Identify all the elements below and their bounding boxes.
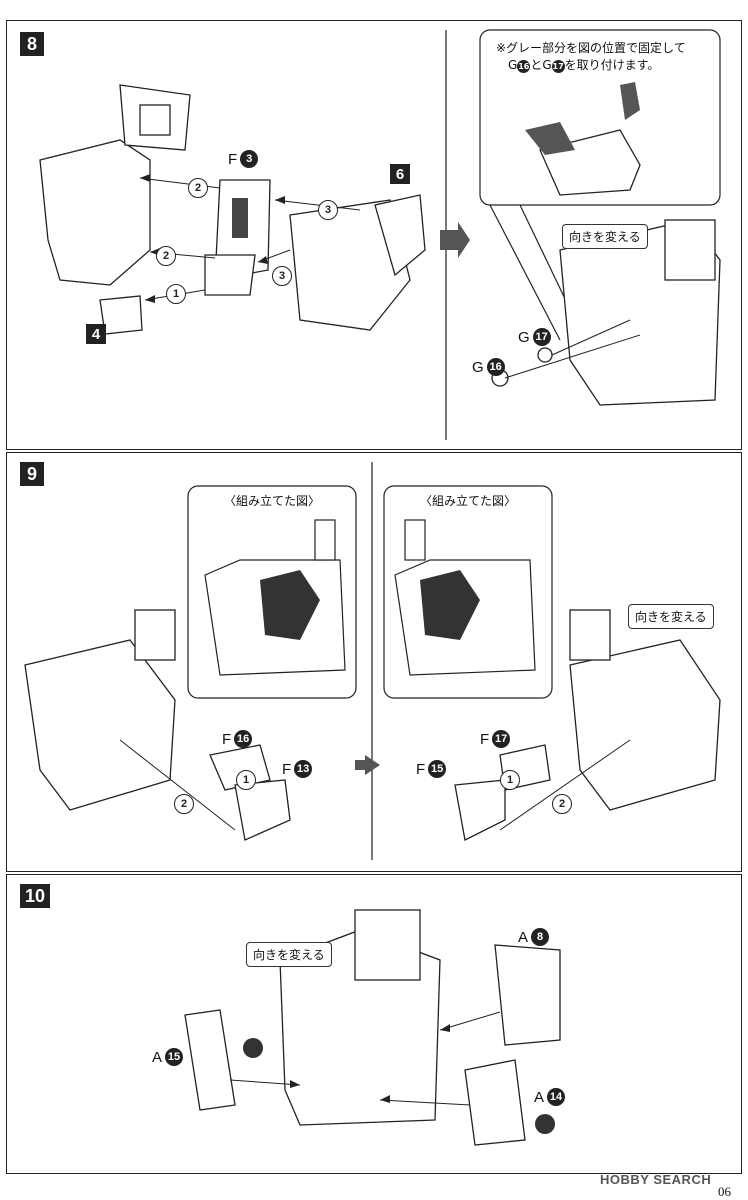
part-label-f13: F 13 — [282, 760, 313, 778]
rotate-callout-step-9: 向きを変える — [628, 604, 714, 629]
part-label-f16: F 16 — [222, 730, 253, 748]
order-3-mid: 3 — [272, 266, 292, 286]
sub-step-4-badge: 4 — [86, 324, 106, 344]
order-1-right: 1 — [500, 770, 520, 790]
part-label-f3: F 3 — [228, 150, 259, 168]
page-number: 06 — [718, 1184, 731, 1199]
part-label-a15: A 15 — [152, 1048, 184, 1066]
assembled-view-title-left: 〈組み立てた図〉 — [223, 494, 320, 508]
step-8-number: 8 — [20, 32, 44, 56]
sub-step-6-badge: 6 — [390, 164, 410, 184]
step-9-number: 9 — [20, 462, 44, 486]
part-label-a8: A 8 — [518, 928, 550, 946]
part-label-g17: G 17 — [518, 328, 551, 346]
order-2-right: 2 — [552, 794, 572, 814]
order-2-mid: 2 — [156, 246, 176, 266]
part-label-f15: F 15 — [416, 760, 447, 778]
order-2-top: 2 — [188, 178, 208, 198]
part-label-g16: G 16 — [472, 358, 505, 376]
order-2-left: 2 — [174, 794, 194, 814]
part-label-a14: A 14 — [534, 1088, 566, 1106]
assembled-view-title-right: 〈組み立てた図〉 — [419, 494, 516, 508]
part-label-f17: F 17 — [480, 730, 511, 748]
rotate-callout-step-8: 向きを変える — [562, 224, 648, 249]
rotate-callout-step-10: 向きを変える — [246, 942, 332, 967]
step-10-number: 10 — [20, 884, 50, 908]
step-8-note: ※グレー部分を図の位置で固定して G16とG17を取り付けます。 — [496, 41, 686, 73]
order-1-bottom: 1 — [166, 284, 186, 304]
hobby-search-logo: HOBBY SEARCH — [600, 1172, 712, 1187]
order-1-left: 1 — [236, 770, 256, 790]
order-3-top: 3 — [318, 200, 338, 220]
